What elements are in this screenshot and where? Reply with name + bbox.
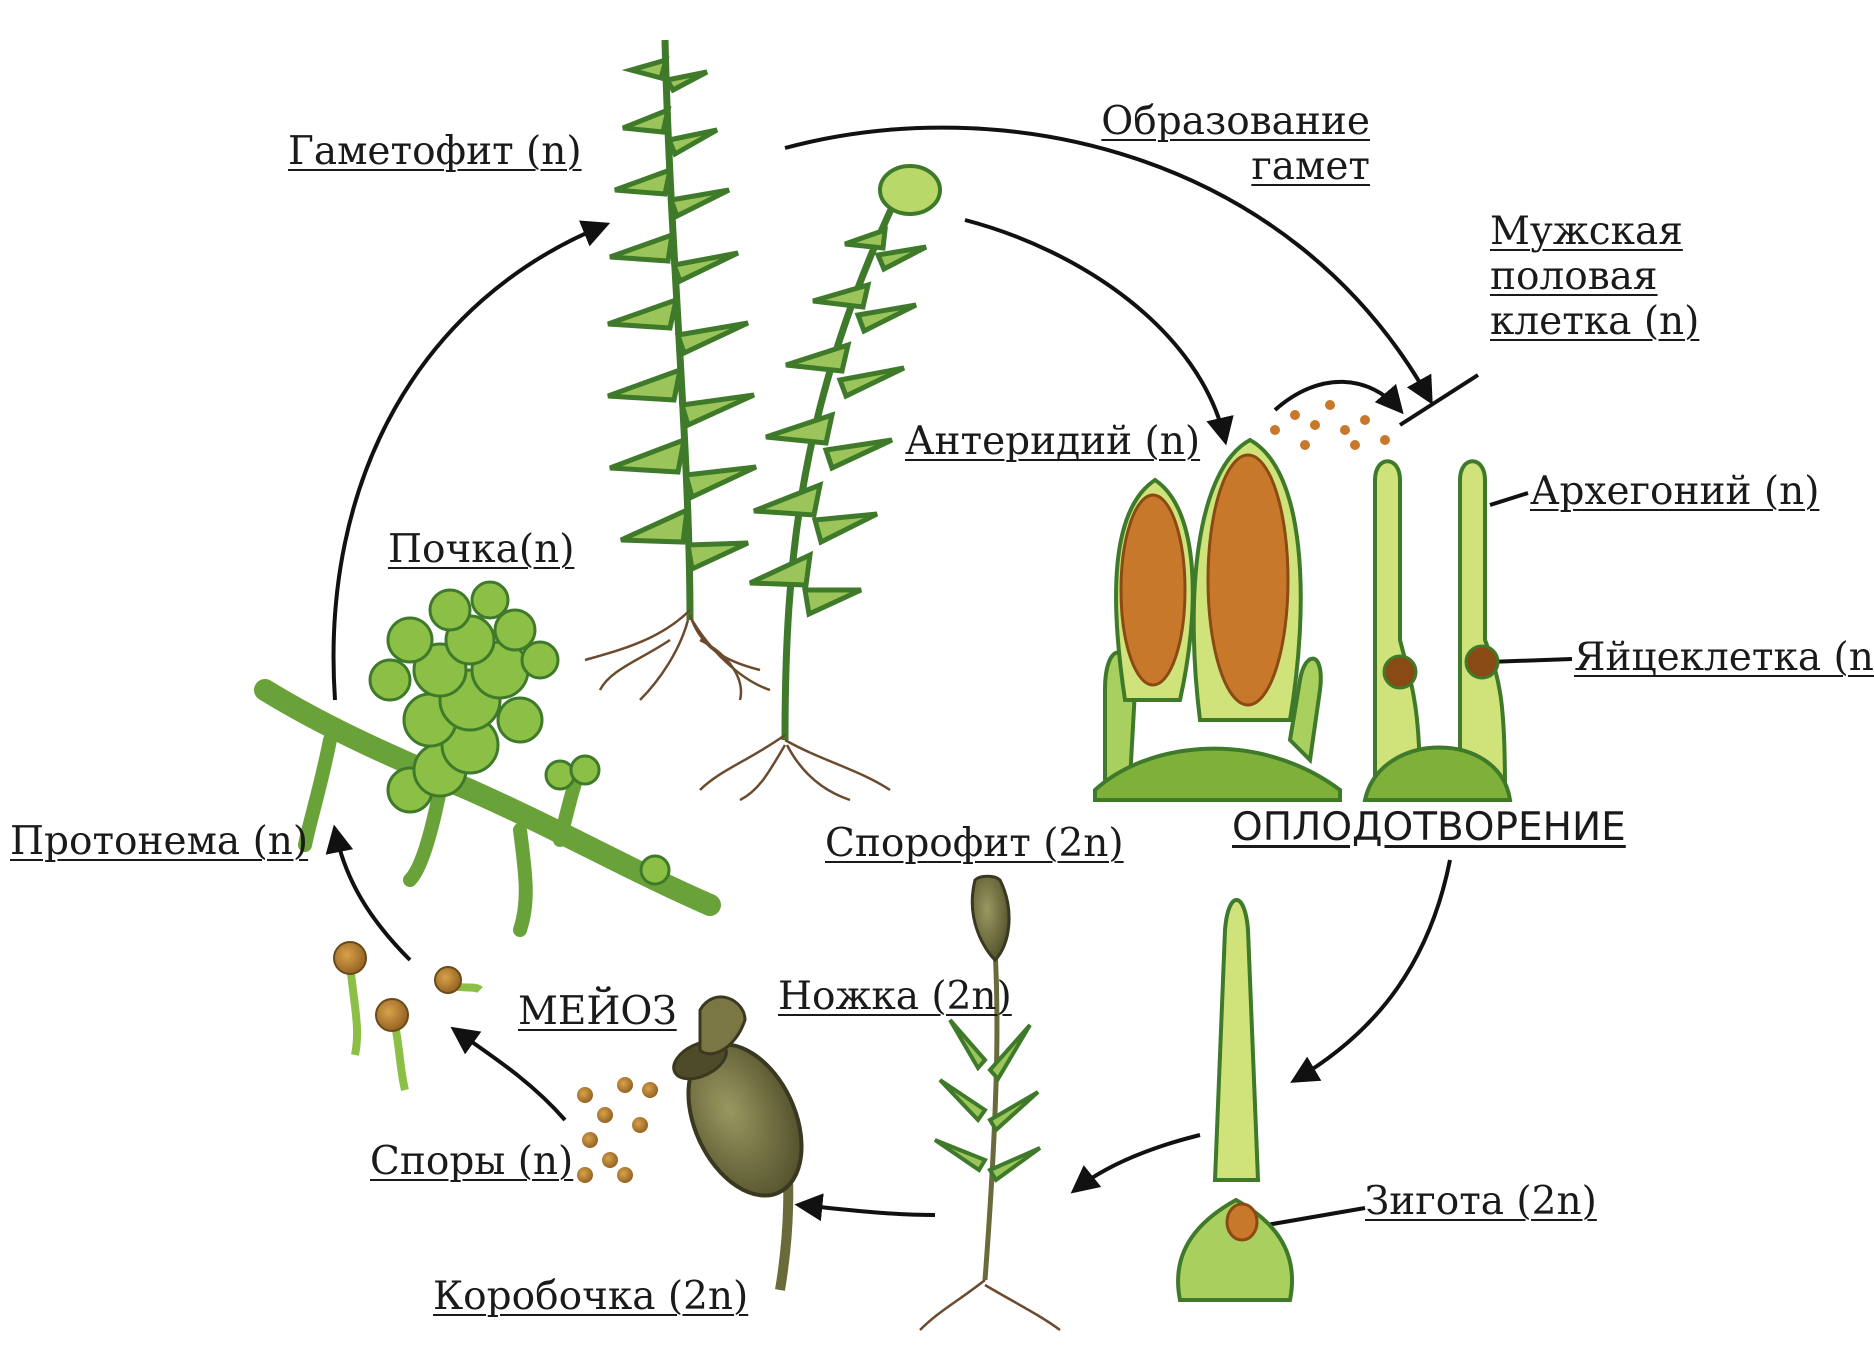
label-male-cell: Мужская половая клетка (n) [1490,210,1699,345]
label-gamete-formation-line2: гамет [1098,145,1370,190]
protonema-with-bud [265,582,710,930]
egg-cell-right [1466,646,1498,678]
label-antheridium: Антеридий (n) [905,420,1200,465]
label-gametophyte: Гаметофит (n) [288,130,582,175]
arrow-to-antheridium [965,220,1225,440]
label-gamete-formation: Образование гамет [1098,100,1370,190]
pointer-male-cell [1400,375,1478,425]
gametophyte-plant-short [700,166,940,800]
label-fertilization: ОПЛОДОТВОРЕНИЕ [1232,806,1626,851]
label-spores: Споры (n) [370,1140,573,1185]
arrow-spores-to-protonema [335,830,410,960]
sporophyte-plant [920,876,1060,1330]
pointer-zygote [1255,1208,1365,1227]
arrow-zygote-to-sporophyte [1075,1135,1200,1190]
pointer-archegonium [1490,493,1528,505]
egg-cell-left [1384,656,1416,688]
germinating-spores [334,942,480,1090]
label-archegonium: Архегоний (n) [1530,470,1819,515]
capsule-with-spores [577,997,824,1290]
arrow-sporophyte-to-capsule [800,1205,935,1215]
archegonia [1365,461,1510,800]
label-egg-cell: Яйцеклетка (n) [1574,636,1874,681]
label-bud: Почка(n) [388,528,574,573]
label-capsule: Коробочка (2n) [433,1275,748,1320]
arrow-sperm-to-archegonium [1275,382,1400,410]
label-male-cell-line3: клетка (n) [1490,300,1699,345]
zygote-embryo [1155,900,1320,1300]
arrow-fertilization-to-zygote [1295,860,1450,1080]
label-male-cell-line2: половая [1490,255,1699,300]
arrow-meiosis-to-spores [455,1030,565,1120]
gametophyte-plant-tall [585,40,770,700]
label-zygote: Зигота (2n) [1365,1180,1597,1225]
label-gamete-formation-line1: Образование [1098,100,1370,145]
label-stalk: Ножка (2n) [778,975,1012,1020]
pointer-egg-cell [1488,659,1572,662]
label-meiosis: МЕЙОЗ [518,990,677,1035]
label-male-cell-line1: Мужская [1490,210,1699,255]
label-sporophyte: Спорофит (2n) [825,822,1124,867]
label-protonema: Протонема (n) [10,820,308,865]
